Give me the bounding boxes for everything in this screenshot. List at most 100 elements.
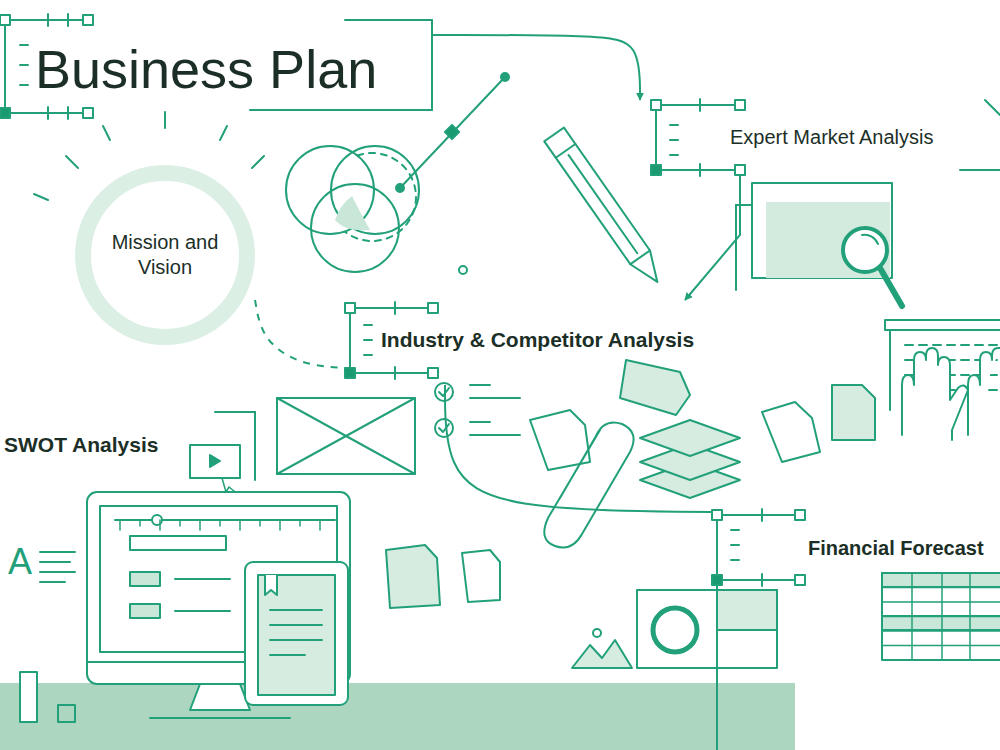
illustration-stroke	[735, 100, 745, 110]
illustration-stroke	[5, 112, 88, 114]
illustration-stroke	[252, 156, 264, 168]
illustration-stroke	[717, 590, 777, 630]
illustration-stroke	[245, 562, 348, 705]
illustration-stroke	[331, 146, 419, 234]
illustration-stroke	[880, 268, 902, 306]
illustration-stroke	[556, 144, 576, 158]
video-icon	[190, 445, 240, 492]
finance-box: Financial Forecast	[712, 505, 995, 592]
illustration-stroke	[462, 550, 500, 602]
illustration-stroke	[34, 194, 48, 200]
illustration-stroke	[159, 520, 161, 530]
title-box: Business Plan	[30, 20, 432, 110]
illustration-stroke	[470, 421, 490, 423]
illustration-stroke	[699, 164, 701, 176]
camera-icon	[572, 590, 777, 668]
illustration-stroke	[396, 184, 404, 192]
node-text: Expert Market Analysis	[730, 125, 990, 150]
title-bracket	[0, 14, 432, 119]
search-monitor	[736, 183, 902, 306]
spreadsheet-icon	[882, 573, 1000, 660]
illustration-stroke	[175, 578, 230, 580]
illustration-stroke	[470, 397, 520, 399]
illustration-stroke	[735, 205, 737, 290]
illustration-stroke	[653, 608, 697, 652]
illustration-stroke	[250, 109, 432, 111]
illustration-stroke	[311, 184, 399, 272]
venn-icon	[286, 73, 509, 274]
illustration-stroke	[670, 139, 678, 141]
checklist-icon	[435, 383, 520, 437]
illustration-stroke	[83, 108, 93, 118]
illustration-stroke	[960, 169, 1000, 171]
illustration-stroke	[190, 445, 240, 478]
illustration-stroke	[386, 545, 440, 608]
illustration-stroke	[431, 20, 433, 110]
illustration-stroke	[620, 360, 690, 415]
illustration-stroke	[270, 609, 322, 611]
illustration-stroke	[139, 520, 141, 526]
illustration-stroke	[265, 575, 277, 595]
illustration-stroke	[969, 573, 971, 660]
illustration-stroke	[882, 573, 1000, 587]
illustration-stroke	[470, 384, 490, 386]
illustration-stroke	[885, 320, 1000, 330]
illustration-stroke	[735, 165, 745, 175]
connector	[685, 175, 740, 300]
illustration-stroke	[882, 587, 1000, 589]
swot-box: SWOT Analysis	[4, 430, 180, 460]
illustration-stroke	[651, 165, 661, 175]
illustration-stroke	[656, 104, 740, 106]
illustration-stroke	[119, 520, 121, 530]
illustration-stroke	[968, 348, 1000, 435]
illustration-stroke	[882, 616, 1000, 630]
illustration-stroke	[259, 520, 261, 526]
illustration-stroke	[752, 183, 892, 278]
wireframe-box	[215, 398, 415, 480]
illustration-stroke	[47, 14, 49, 26]
illustration-stroke	[630, 250, 667, 288]
illustration-stroke	[199, 520, 201, 530]
illustration-stroke	[712, 510, 722, 520]
illustration-stroke	[83, 173, 247, 337]
mission-circle: Mission and Vision	[75, 165, 255, 345]
illustration-stroke	[655, 105, 657, 170]
illustration-stroke	[455, 504, 700, 506]
illustration-stroke	[795, 510, 805, 520]
illustration-stroke	[58, 705, 75, 722]
tablet-icon	[245, 562, 348, 705]
illustration-stroke	[717, 514, 800, 516]
illustration-stroke	[731, 544, 739, 546]
paper-sheets	[386, 360, 875, 608]
illustration-stroke	[637, 590, 777, 668]
illustration-stroke	[400, 77, 505, 188]
illustration-stroke	[882, 645, 1000, 647]
illustration-stroke	[428, 303, 438, 313]
illustration-stroke	[220, 126, 227, 140]
illustration-stroke	[889, 330, 891, 410]
illustration-stroke	[882, 630, 1000, 632]
illustration-stroke	[762, 402, 820, 462]
illustration-stroke	[394, 367, 396, 379]
illustration-stroke	[270, 639, 322, 641]
illustration-stroke	[428, 368, 438, 378]
illustration-stroke	[882, 573, 1000, 660]
illustration-stroke	[544, 128, 650, 265]
illustration-stroke	[364, 339, 372, 341]
connector	[255, 300, 345, 368]
illustration-stroke	[544, 423, 633, 548]
keyboard-hands	[885, 320, 1000, 440]
connector	[445, 385, 712, 512]
text-icon-letter: A	[8, 544, 32, 580]
illustration-stroke	[335, 196, 370, 230]
market-box: Expert Market Analysis	[636, 100, 990, 175]
ground-band	[0, 683, 795, 750]
illustration-stroke	[902, 348, 968, 440]
illustration-stroke	[731, 559, 739, 561]
illustration-stroke	[277, 398, 415, 474]
illustration-stroke	[640, 420, 740, 456]
illustration-stroke	[47, 107, 49, 119]
